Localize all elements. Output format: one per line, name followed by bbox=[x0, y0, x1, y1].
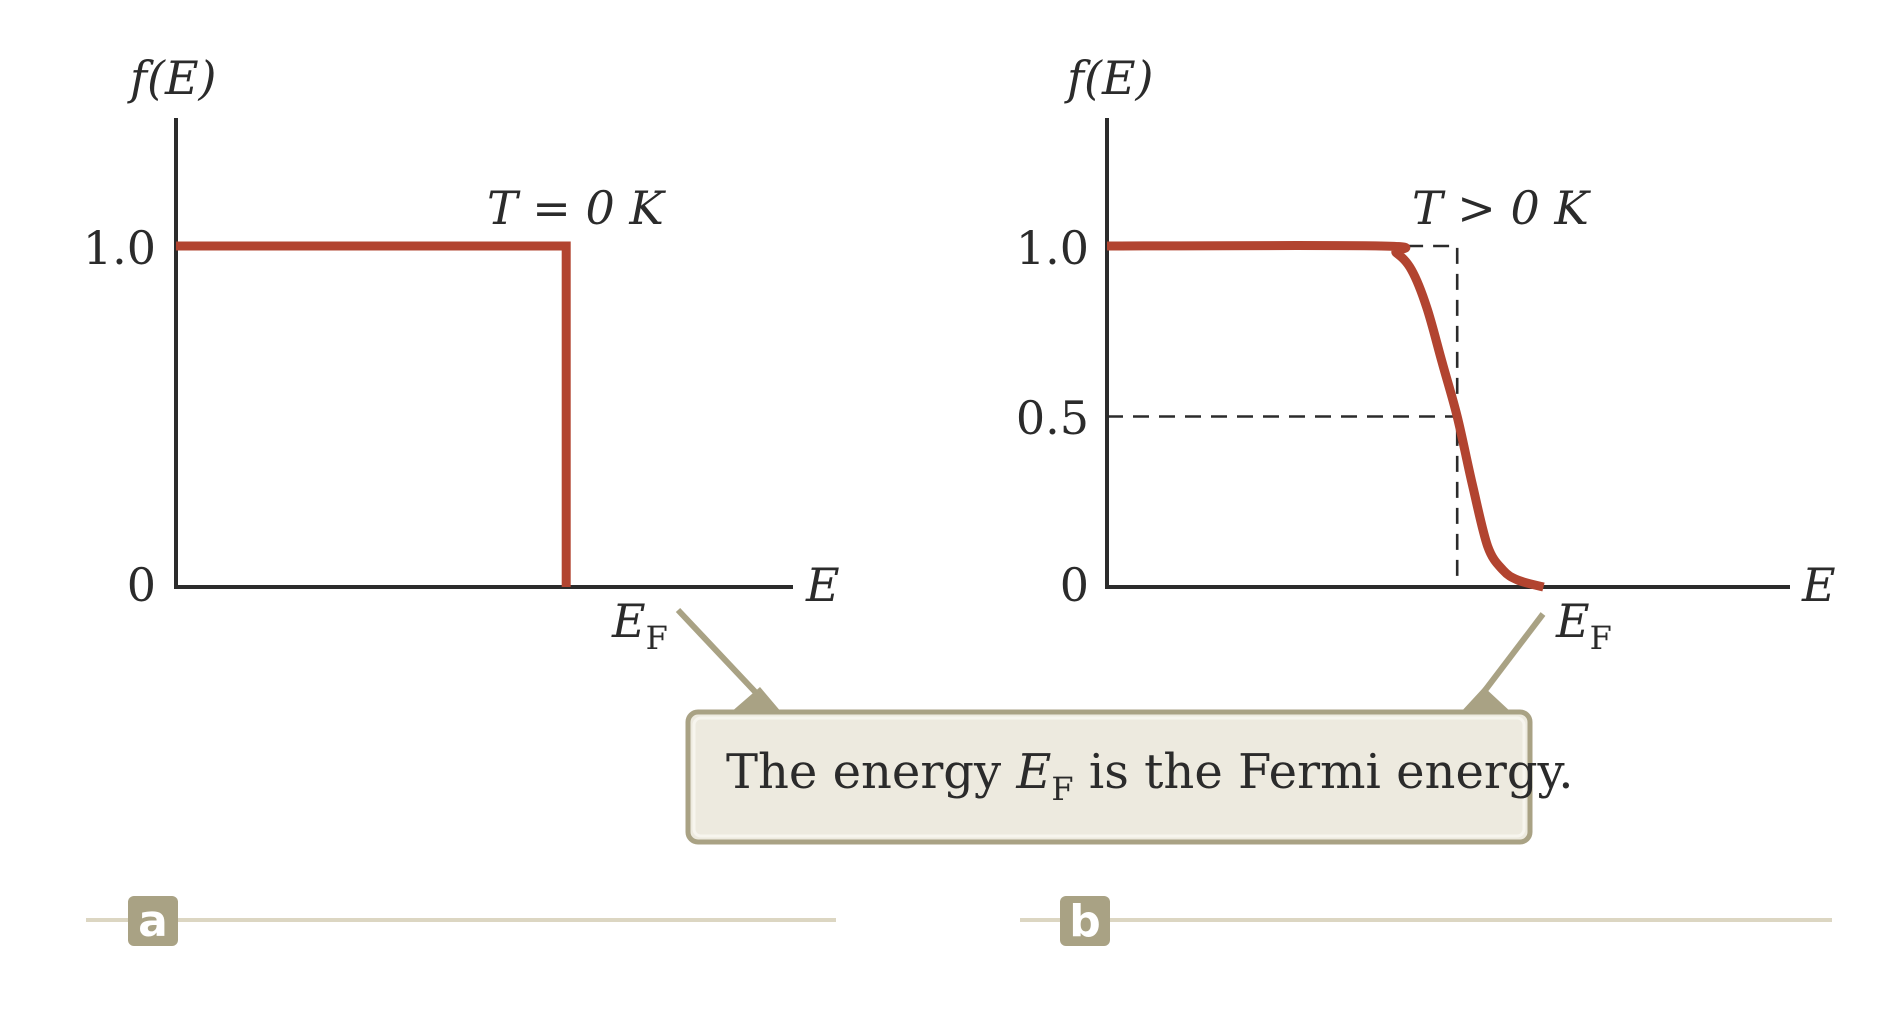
panel-b-ytick-1: 0.5 bbox=[1016, 391, 1089, 445]
callout-box bbox=[685, 709, 1533, 845]
panel-b-xtick-fermi: EF bbox=[1555, 594, 1612, 657]
panel-a-annotation: T = 0 K bbox=[487, 181, 666, 235]
callout-pointer-a-foot bbox=[730, 687, 782, 713]
panel-b-badge bbox=[1060, 896, 1110, 946]
panel-b-ytick-2: 1.0 bbox=[1016, 221, 1089, 275]
panel-b-annotation: T > 0 K bbox=[1412, 181, 1591, 235]
panel-a-badge bbox=[128, 896, 178, 946]
callout-pointer-a bbox=[675, 607, 763, 700]
panel-a-ytick-0: 0 bbox=[127, 558, 156, 612]
panel-a-y-axis-label: f(E) bbox=[127, 51, 217, 105]
panel-a-x-axis-label: E bbox=[805, 558, 840, 612]
panel-b-ytick-0: 0 bbox=[1060, 558, 1089, 612]
panel-label-b: b bbox=[1020, 896, 1832, 947]
panel-a-xtick-fermi: EF bbox=[611, 594, 668, 657]
callout-pointer-b bbox=[1477, 612, 1546, 699]
panel-b-badge-label: b bbox=[1069, 896, 1101, 947]
panel-label-a: a bbox=[86, 896, 836, 947]
panel-b-y-axis-label: f(E) bbox=[1064, 51, 1154, 105]
fermi-callout: The energy EF is the Fermi energy. bbox=[675, 607, 1574, 845]
panel-a-series-line bbox=[176, 241, 571, 587]
panel-a-badge-label: a bbox=[138, 896, 168, 947]
panel-a: f(E) E 1.0 0 T = 0 K EF bbox=[83, 51, 840, 657]
callout-pointer-b-foot bbox=[1460, 687, 1512, 713]
callout-box-inner bbox=[692, 716, 1526, 838]
panel-b-series-line bbox=[1106, 241, 1545, 592]
panel-a-ytick-1: 1.0 bbox=[83, 221, 156, 275]
panel-b-guide-lines bbox=[1107, 244, 1459, 587]
callout-text: The energy EF is the Fermi energy. bbox=[726, 744, 1574, 808]
panel-b-x-axis-label: E bbox=[1801, 558, 1836, 612]
panel-b: f(E) E 1.0 0.5 0 T > 0 K EF bbox=[1016, 51, 1836, 657]
